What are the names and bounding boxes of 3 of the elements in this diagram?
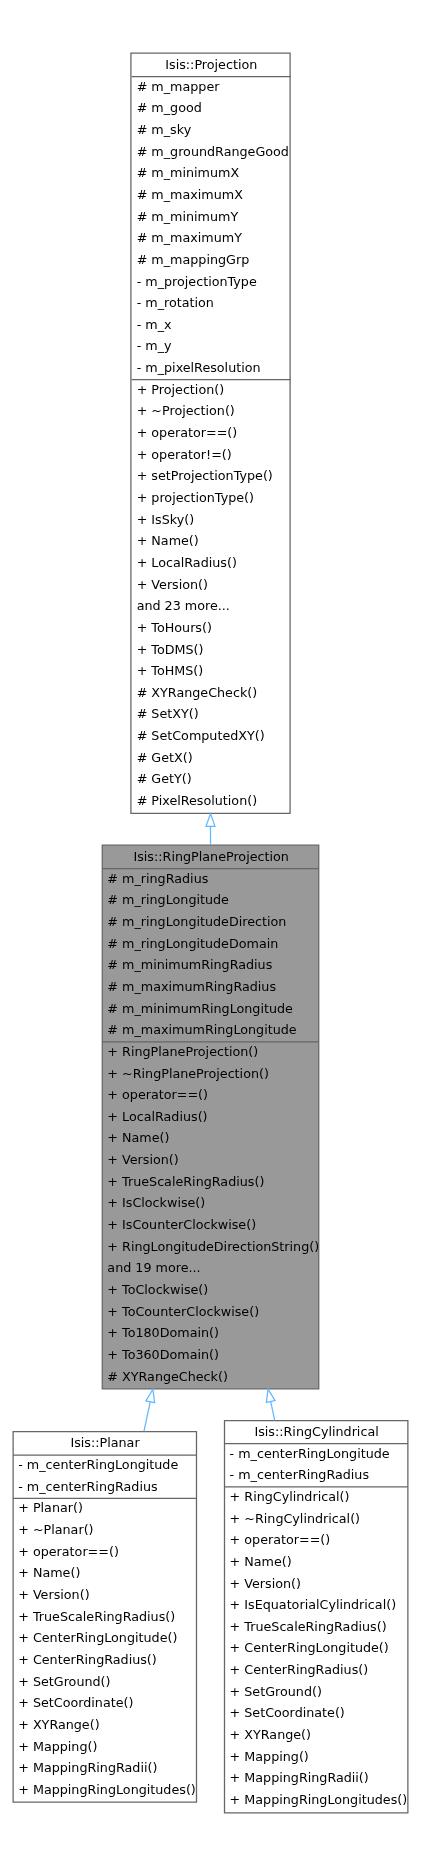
arrow xyxy=(265,1386,277,1421)
arrow xyxy=(143,1386,156,1432)
arrow xyxy=(205,811,216,846)
